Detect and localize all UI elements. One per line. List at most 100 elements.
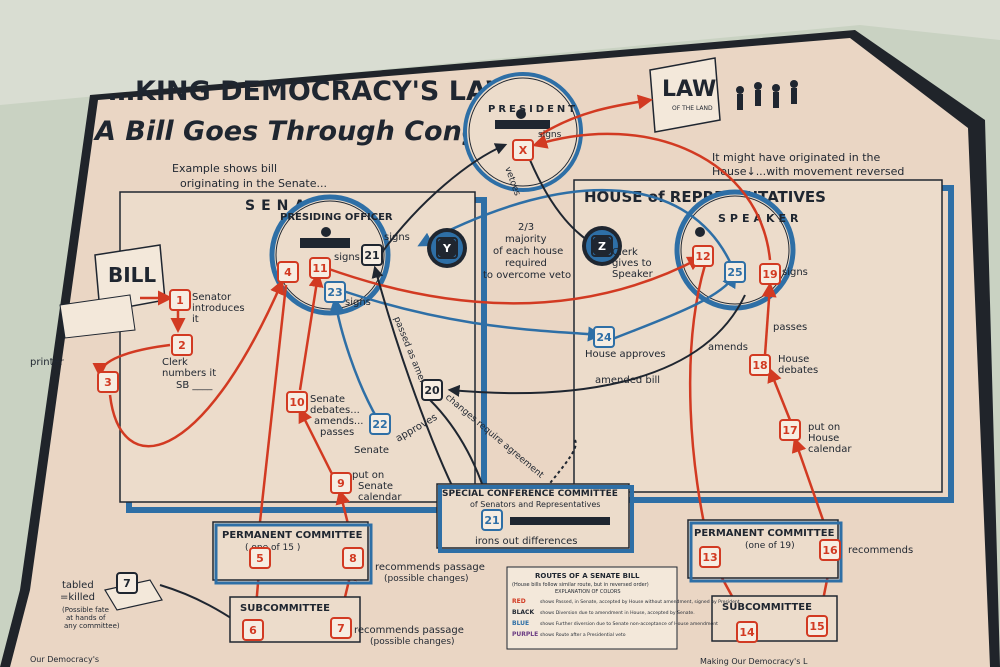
color-legend: ROUTES OF A SENATE BILL (House bills fol… — [506, 566, 740, 650]
clerk-gives-1: Clerk — [612, 247, 638, 258]
step-number: 7 — [123, 577, 131, 590]
clerk-gives-2: gives to — [612, 258, 652, 269]
legend-color-word: BLACK — [512, 609, 534, 616]
step-number: 12 — [695, 250, 710, 263]
house-calendar-1: put on — [808, 422, 840, 433]
house-amends: amends — [708, 342, 748, 353]
step-number: 8 — [349, 552, 357, 565]
step-badge-X: X — [512, 139, 534, 161]
step-badge-16: 16 — [819, 539, 841, 561]
step-badge-10: 10 — [286, 391, 308, 413]
step-badge-14: 14 — [736, 621, 758, 643]
house-calendar-3: calendar — [808, 444, 852, 455]
step-number: 20 — [424, 384, 440, 397]
step-number: 5 — [256, 552, 264, 565]
clerk-numbers-2: numbers it — [162, 368, 216, 379]
possible-changes-2: (possible changes) — [370, 637, 455, 647]
step-badge-13: 13 — [699, 546, 721, 568]
note-house-1: It might have originated in the — [712, 151, 881, 164]
step-number: 9 — [337, 477, 345, 490]
senator-introduces-1: Senator — [192, 292, 232, 303]
senate-signs-23: signs — [345, 297, 371, 308]
conference-table-icon — [510, 517, 610, 525]
amended-bill: amended bill — [595, 375, 660, 386]
step-number: Y — [442, 242, 452, 255]
senate-debates-3: amends... — [314, 416, 363, 427]
step-number: 23 — [327, 286, 342, 299]
conference-committee-box: SPECIAL CONFERENCE COMMITTEE of Senators… — [436, 483, 634, 553]
step-badge-25: 25 — [724, 261, 746, 283]
citizens-figures-icon — [736, 80, 798, 110]
step-number: 7 — [337, 622, 345, 635]
bill-paper-icon — [59, 294, 136, 339]
blue-route — [329, 188, 737, 421]
veto-note-4: required — [505, 258, 547, 269]
tabled-1: tabled — [62, 580, 94, 591]
house-approves: House approves — [585, 349, 666, 360]
footer-right: Making Our Democracy's L — [700, 657, 808, 666]
legend-row-text: shows Passed, in Senate, accepted by Hou… — [540, 599, 740, 605]
step-badge-3: 3 — [97, 371, 119, 393]
step-number: X — [519, 144, 528, 157]
legend-color-word: BLUE — [512, 620, 529, 627]
house-permanent-label: PERMANENT COMMITTEE — [694, 528, 835, 539]
step-badge-7: 7 — [330, 617, 352, 639]
house-permanent-sub: (one of 19) — [745, 541, 795, 551]
step-badge-5: 5 — [249, 547, 271, 569]
officer-figure-icon — [321, 227, 331, 237]
tabled-fine-3: any committee) — [64, 622, 120, 630]
step-number: 6 — [249, 624, 257, 637]
step-number: 11 — [312, 262, 327, 275]
senate-signs-11: signs — [334, 252, 360, 263]
possible-changes-1: (possible changes) — [384, 574, 469, 584]
step-number: 14 — [739, 626, 755, 639]
step-number: 4 — [284, 266, 292, 279]
tabled-fine-2: at hands of — [66, 614, 106, 622]
step-number: 17 — [782, 424, 797, 437]
legend-row-text: shows Route after a Presidential veto — [540, 632, 626, 638]
senate-signs: signs — [384, 232, 410, 243]
step-number: 21 — [484, 514, 499, 527]
step-badge-1: 1 — [169, 289, 191, 311]
step-number: 16 — [822, 544, 838, 557]
senate-approves-1: Senate — [354, 445, 389, 456]
house-sub-label: SUBCOMMITTEE — [722, 602, 812, 613]
house-signs: signs — [782, 267, 808, 278]
title-line1: …KING DEMOCRACY'S LAWS — [108, 76, 535, 107]
step-number: 10 — [289, 396, 305, 409]
step-number: 1 — [176, 294, 184, 307]
step-badge-21: 21 — [481, 509, 503, 531]
veto-note-3: of each house — [493, 246, 563, 257]
step-badge-12: 12 — [692, 245, 714, 267]
house-recommends: recommends — [848, 545, 913, 556]
step-badge-Y: Y — [436, 237, 458, 259]
step-badge-11: 11 — [309, 257, 331, 279]
presiding-officer-label: PRESIDING OFFICER — [280, 212, 393, 223]
legend-row-text: shows Further diversion due to Senate no… — [540, 621, 718, 627]
step-badge-4: 4 — [277, 261, 299, 283]
step-badge-15: 15 — [806, 615, 828, 637]
veto-note-2: majority — [505, 234, 547, 245]
recommends-passage-2: recommends passage — [354, 625, 464, 636]
note-example-2: originating in the Senate... — [180, 177, 327, 190]
legend-subtitle: (House bills follow similar route, but i… — [512, 582, 649, 588]
law-word: LAW — [662, 77, 716, 102]
note-example-1: Example shows bill — [172, 162, 277, 175]
legend-explanation: EXPLANATION OF COLORS — [555, 589, 621, 595]
senate-permanent-label: PERMANENT COMMITTEE — [222, 530, 363, 541]
printer-label: printer — [30, 357, 65, 368]
step-badge-22: 22 — [369, 413, 391, 435]
senator-introduces-3: it — [192, 314, 199, 325]
step-badge-7: 7 — [116, 572, 138, 594]
step-number: Z — [598, 240, 606, 253]
step-badge-21: 21 — [361, 244, 383, 266]
step-badge-23: 23 — [324, 281, 346, 303]
presiding-officer-circle: PRESIDING OFFICER — [269, 194, 393, 316]
note-house-2: House↓...with movement reversed — [712, 165, 904, 178]
clerk-numbers-1: Clerk — [162, 357, 188, 368]
bill-word: BILL — [108, 263, 156, 287]
step-badge-18: 18 — [749, 354, 771, 376]
step-number: 22 — [372, 418, 387, 431]
step-badge-6: 6 — [242, 619, 264, 641]
